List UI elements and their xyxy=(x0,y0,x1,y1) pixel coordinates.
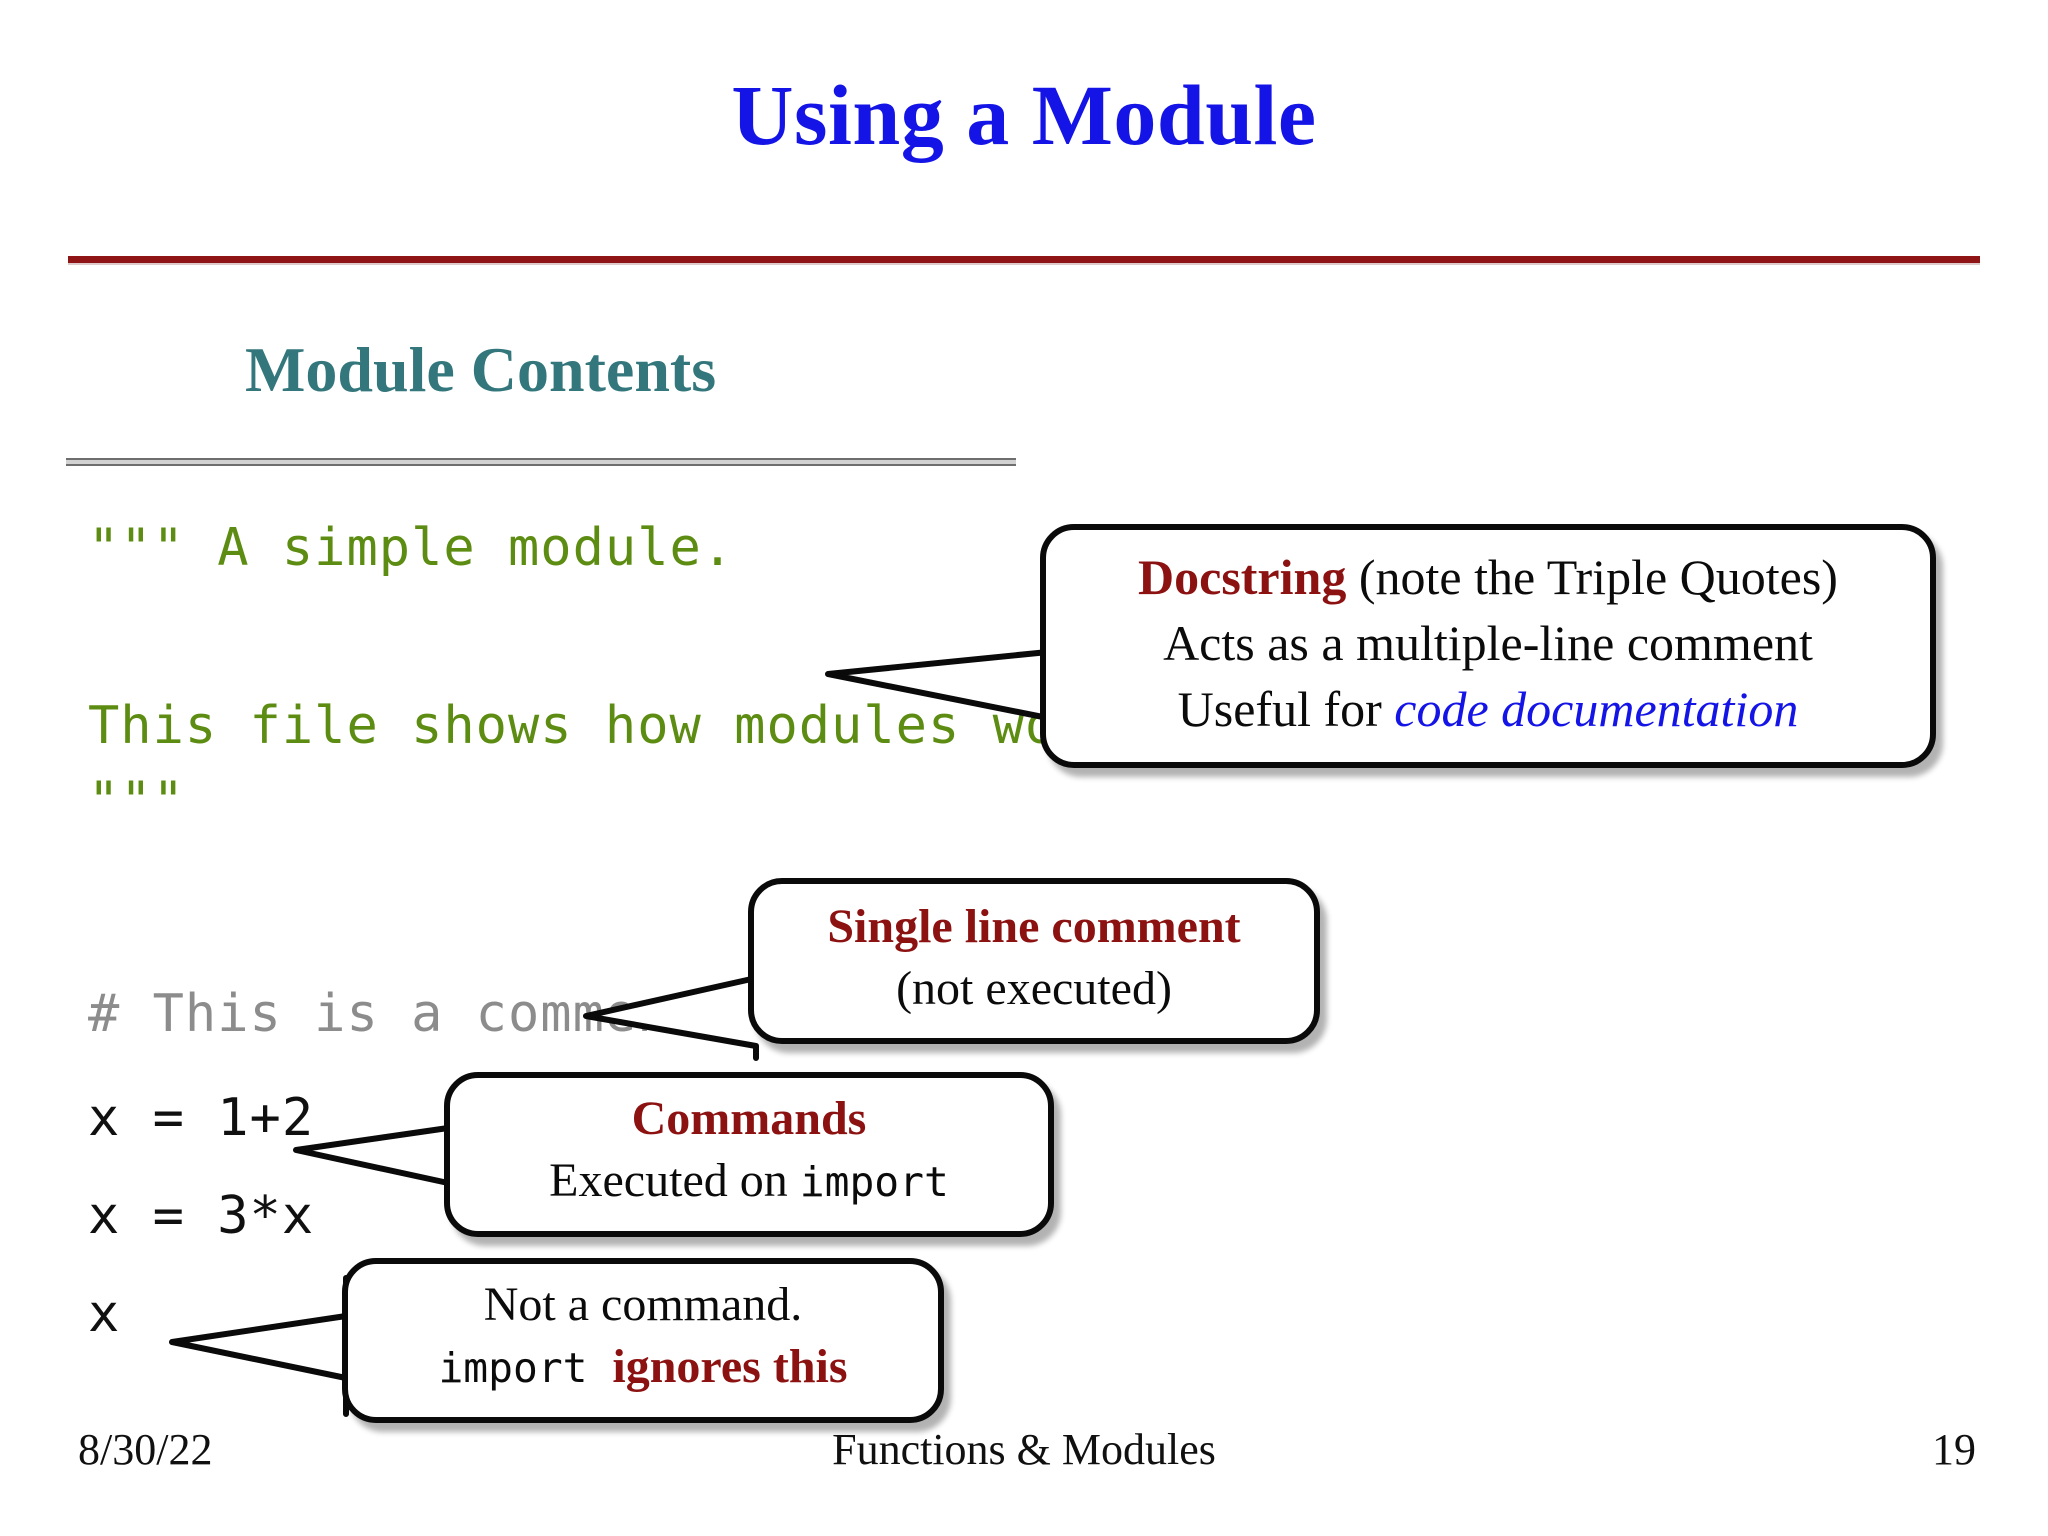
callout-not-command-line-1: Not a command. xyxy=(483,1278,803,1331)
divider-gap xyxy=(66,460,1016,464)
callout-commands-keyword: import xyxy=(799,1158,949,1206)
callout-not-command-line-2: import ignores this xyxy=(364,1336,922,1399)
callout-docstring-line3-prefix: Useful for xyxy=(1177,681,1395,737)
callout-tail-not-command xyxy=(169,1275,349,1417)
callout-commands-subtitle-prefix: Executed on xyxy=(549,1154,800,1207)
callout-commands: Commands Executed on import xyxy=(444,1072,1054,1237)
callout-docstring-line-2: Acts as a multiple-line comment xyxy=(1163,615,1813,671)
code-line-docstring-open: """ A simple module. xyxy=(88,518,735,578)
callout-docstring-line1-rest: (note the Triple Quotes) xyxy=(1346,549,1838,605)
callout-not-a-command: Not a command. import ignores this xyxy=(342,1258,944,1423)
callout-docstring: Docstring (note the Triple Quotes) Acts … xyxy=(1040,524,1936,768)
callout-docstring-link-emphasis: code documentation xyxy=(1394,681,1799,737)
code-line-assign-2: x = 3*x xyxy=(88,1186,315,1246)
callout-commands-subtitle: Executed on import xyxy=(466,1150,1032,1213)
callout-single-line-comment: Single line comment (not executed) xyxy=(748,878,1320,1044)
callout-single-line-subtitle: (not executed) xyxy=(896,962,1172,1015)
section-divider-double xyxy=(66,458,1016,467)
callout-docstring-emphasis: Docstring xyxy=(1138,549,1347,605)
callout-docstring-line-3: Useful for code documentation xyxy=(1070,676,1906,742)
title-divider-rule xyxy=(68,256,1980,263)
code-line-expr-x: x xyxy=(88,1284,121,1344)
footer-page-number: 19 xyxy=(1932,1425,1976,1474)
page-title: Using a Module xyxy=(731,67,1317,163)
section-heading: Module Contents xyxy=(245,334,717,405)
footer-date: 8/30/22 xyxy=(78,1425,213,1474)
divider-line-top xyxy=(66,458,1016,460)
callout-not-command-keyword: import xyxy=(438,1344,613,1392)
divider-line-bottom xyxy=(66,464,1016,466)
code-line-assign-1: x = 1+2 xyxy=(88,1088,315,1148)
callout-single-line-title: Single line comment xyxy=(827,900,1241,953)
footer-title: Functions & Modules xyxy=(832,1425,1216,1474)
callout-docstring-line-1: Docstring (note the Triple Quotes) xyxy=(1070,544,1906,610)
callout-not-command-emphasis: ignores this xyxy=(612,1340,848,1393)
callout-commands-title: Commands xyxy=(631,1092,867,1145)
code-line-docstring-close: """ xyxy=(88,771,185,831)
